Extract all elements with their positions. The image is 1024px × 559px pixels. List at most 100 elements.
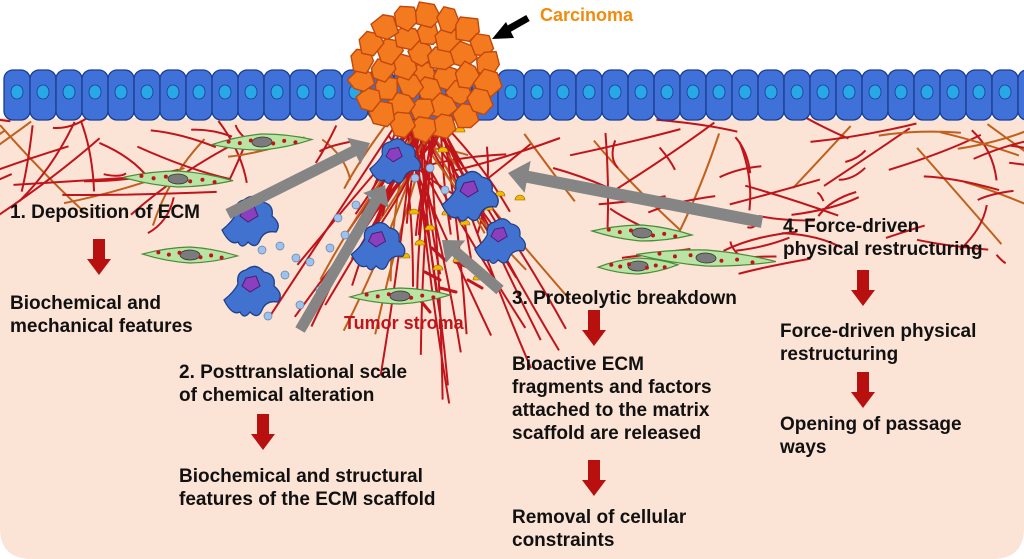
vesicle-icon [425,163,435,173]
ecm-fiber-icon [18,121,76,202]
macrophage-icon [223,265,281,317]
epithelial-cell-icon [192,84,206,100]
epithelial-cell-icon [634,84,648,100]
epithelial-cell-icon [868,84,882,100]
step3-result2-line: constraints [512,530,615,551]
vesicle-icon [440,185,450,195]
ecm-fiber-icon [677,133,721,234]
macrophage-icon [369,138,422,184]
down-arrow-icon [851,372,875,408]
ecm-fiber-icon [0,173,13,181]
ecm-fiber-icon [723,230,797,252]
vesicle-icon [291,253,301,263]
ecm-fiber-icon [0,120,32,146]
ecm-fiber-icon [792,125,852,189]
ecm-fiber-icon [845,149,867,163]
tumor-cell-icon [346,67,376,93]
ecm-fiber-icon [20,125,34,192]
ecm-fiber-icon [957,130,1024,150]
epithelial-cell-icon [556,84,570,100]
black-pointer-arrow-icon [492,14,530,39]
step4-title: 4. Force-driven physical restructuring [783,215,983,261]
tumor-cell-icon [414,1,443,29]
ecm-fiber-icon [745,184,839,217]
step3-result2: Removal of cellular constraints [512,506,686,552]
epithelial-cell-icon [1017,69,1024,121]
tumor-cell-icon [374,74,398,101]
ecm-fiber-icon [817,191,857,217]
vesicle-icon [410,173,420,183]
ecm-fiber-icon [658,146,676,171]
step3-result2-line: Removal of cellular [512,507,687,528]
ecm-fiber-icon [423,270,442,282]
carcinoma-label: Carcinoma [540,5,634,25]
ecm-fiber-icon [319,124,424,281]
ecm-fiber-icon [451,137,561,172]
step4-title-line: physical restructuring [783,239,983,260]
epithelial-cell-icon [660,84,674,100]
ecm-fiber-icon [729,178,821,206]
step3-result-line: fragments and factors [512,377,712,398]
ecm-fiber-icon [719,165,762,179]
ecm-fiber-icon [916,238,989,251]
macrophage-icon [441,170,499,222]
ecm-fiber-icon [217,120,248,183]
ecm-fiber-icon [593,139,681,231]
tumor-cell-icon [454,60,481,90]
ecm-fiber-icon [611,140,619,169]
ecm-fiber-icon [810,122,917,143]
gray-arrow-icon [442,240,504,295]
fibroblast-icon [347,287,453,305]
epithelial-cell-icon [712,84,726,100]
step1-result-line: mechanical features [10,316,193,337]
step2-title: 2. Posttranslational scale of chemical a… [179,361,407,407]
epithelial-cell-icon [530,84,544,100]
ecm-fiber-icon [973,140,1024,160]
step4-result2-line: ways [780,437,827,458]
tumor-cell-icon [455,16,481,43]
ecm-fiber-icon [738,257,811,275]
fibroblast-icon [589,224,695,242]
ecm-fiber-icon [986,123,1024,152]
ecm-fiber-icon [191,128,233,138]
epithelial-cell-icon [764,84,778,100]
epithelial-cell-icon [790,84,804,100]
ecm-fiber-icon [736,236,790,252]
epithelial-cell-icon [114,84,128,100]
step2-result-line: features of the ECM scaffold [179,489,436,510]
ecm-fiber-icon [523,133,576,203]
epithelial-cell-icon [504,84,518,100]
step4-result2: Opening of passage ways [780,413,962,459]
step2-title-line: of chemical alteration [179,385,375,406]
vesicle-icon [263,311,273,321]
step4-result-line: restructuring [780,344,899,365]
ecm-fiber-icon [977,189,1014,201]
ecm-fiber-icon [995,254,1007,265]
ecm-fiber-icon [734,136,752,174]
epithelial-cell-icon [296,84,310,100]
tumor-cell-icon [370,14,400,41]
ecm-fragment-icon [432,264,444,271]
epithelial-cell-icon [166,84,180,100]
epithelial-cell-icon [998,84,1012,100]
epithelial-cell-icon [920,84,934,100]
vesicle-icon [351,200,361,210]
ecm-fiber-icon [79,120,96,192]
ecm-fiber-icon [466,278,484,290]
ecm-fiber-icon [426,127,444,400]
gray-arrow-group [225,137,764,333]
down-arrow-icon [582,310,606,346]
macrophage-icon [350,222,406,271]
ecm-fiber-icon [885,224,925,239]
tumor-cell-icon [355,87,382,113]
ecm-fiber-icon [888,134,982,171]
fibroblast-icon [635,249,777,267]
ecm-fiber-icon [409,127,462,353]
ecm-fragment-icon [437,146,449,153]
step2-result-line: Biochemical and structural [179,466,423,487]
step3-result-line: Bioactive ECM [512,354,644,375]
epithelial-cell-icon [686,84,700,100]
epithelial-cell-icon [816,84,830,100]
step4-result-line: Force-driven physical [780,321,977,342]
ecm-fiber-icon [878,130,961,137]
